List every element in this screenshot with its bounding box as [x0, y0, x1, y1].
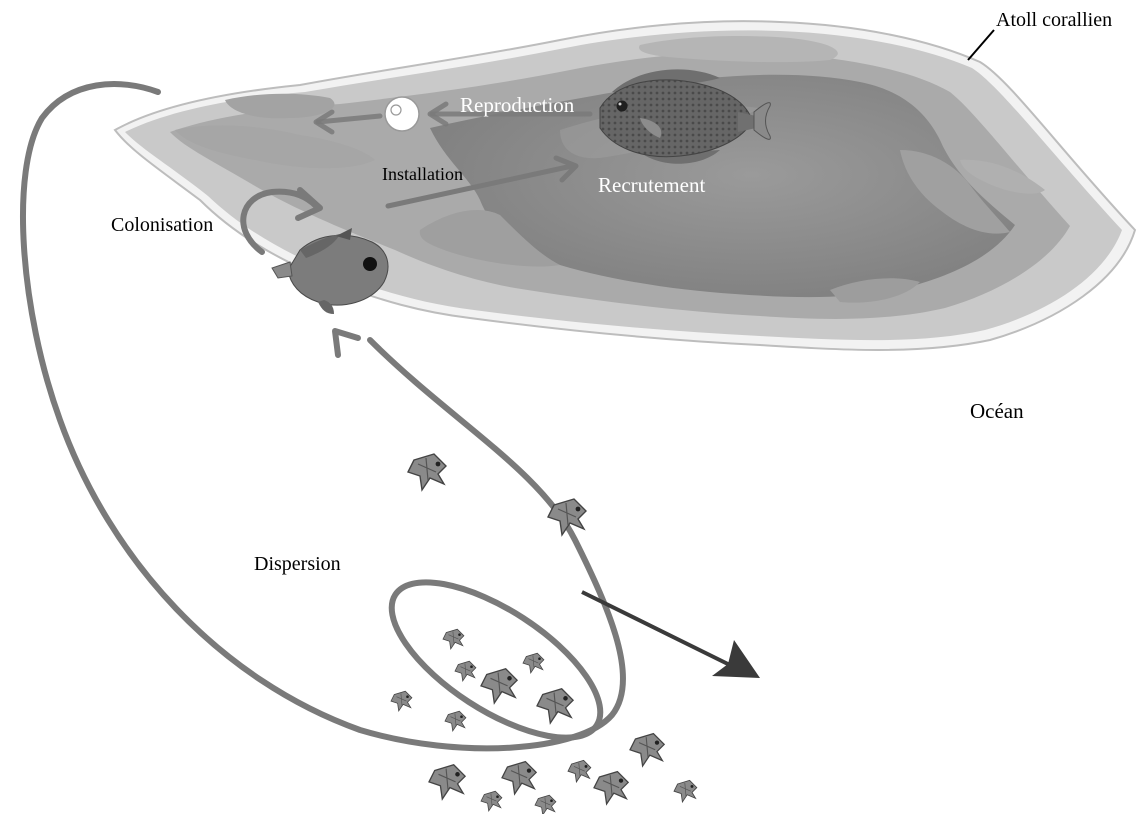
- larva-icon: [391, 691, 412, 711]
- larva-icon: [630, 734, 664, 766]
- larva-icon: [502, 762, 536, 794]
- colonisation-label: Colonisation: [111, 214, 213, 236]
- recrutement-label: Recrutement: [598, 173, 705, 197]
- installation-label: Installation: [382, 164, 463, 184]
- larva-icon: [537, 689, 573, 723]
- dispersion-return-arrowhead: [335, 331, 358, 355]
- atoll-pointer-line: [968, 30, 994, 60]
- export-arrow: [582, 592, 740, 670]
- larva-icon: [443, 629, 464, 649]
- atoll-label: Atoll corallien: [996, 9, 1112, 31]
- larva-icon: [429, 765, 465, 799]
- larva-icon: [408, 454, 446, 490]
- ocean-label: Océan: [970, 399, 1024, 423]
- larva-icon: [455, 661, 476, 681]
- larva-icon: [535, 795, 556, 814]
- larva-icon: [523, 653, 544, 673]
- larva-icon: [568, 760, 591, 782]
- larva-icon: [445, 711, 466, 731]
- larva-icon: [594, 772, 628, 804]
- retention-loop: [368, 553, 624, 768]
- larva-icon: [481, 669, 517, 703]
- egg-icon: [385, 97, 419, 131]
- reproduction-label: Reproduction: [460, 93, 575, 117]
- dispersion-label: Dispersion: [254, 553, 341, 575]
- larva-icon: [481, 791, 502, 811]
- larva-icon: [674, 780, 697, 802]
